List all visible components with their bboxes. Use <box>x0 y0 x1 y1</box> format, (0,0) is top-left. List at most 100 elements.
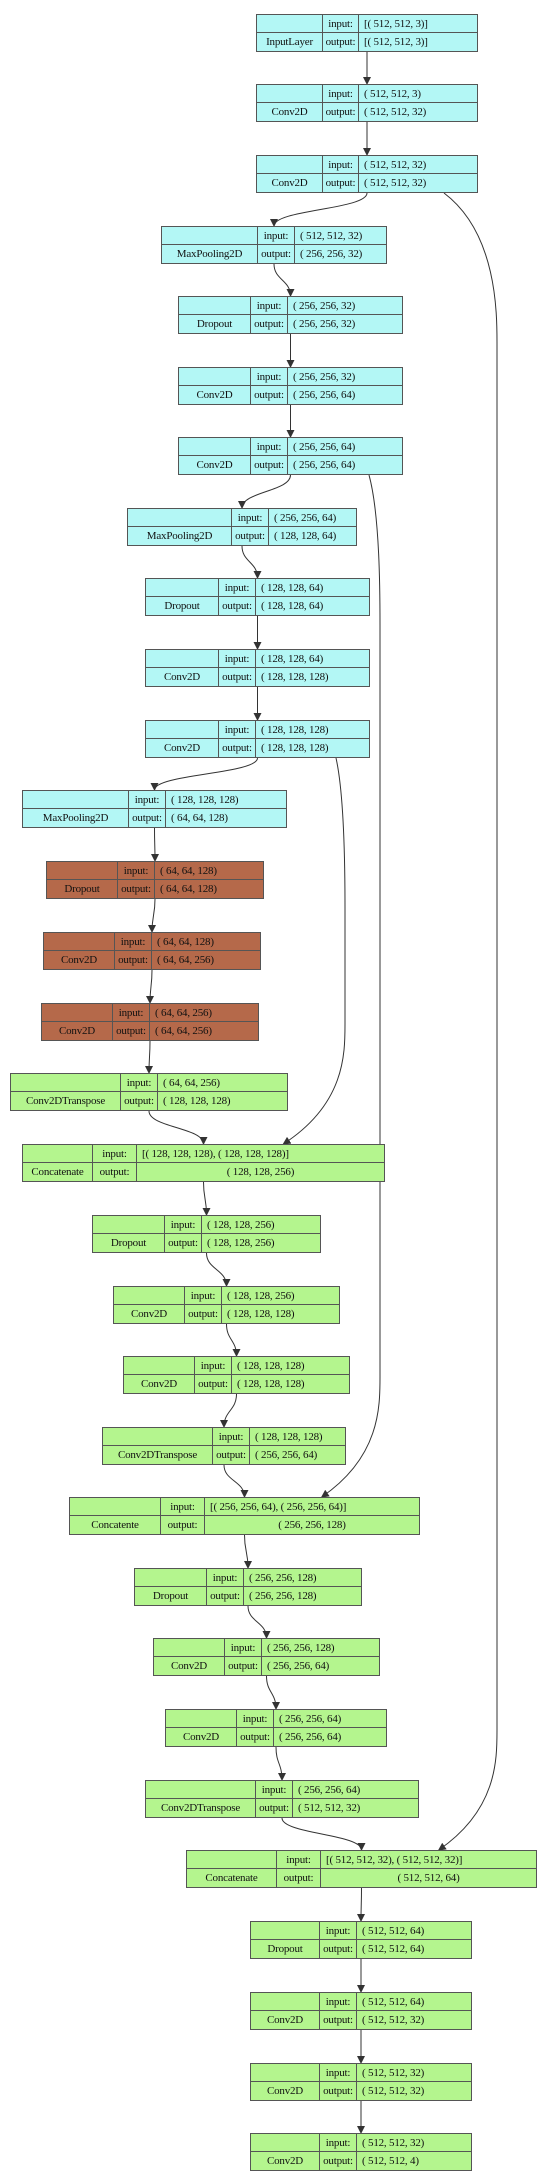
node-blank-cell <box>251 2134 320 2152</box>
input-shape: ( 128, 128, 128) <box>250 1428 345 1446</box>
input-shape: ( 256, 256, 64) <box>274 1710 386 1728</box>
output-shape: ( 256, 256, 64) <box>267 1660 330 1672</box>
output-label: output: <box>237 1728 274 1746</box>
layer-name: Conv2D <box>114 1305 185 1323</box>
node-blank-cell <box>103 1428 213 1446</box>
node-blank-cell <box>23 791 129 809</box>
edge-18-to-19 <box>226 1323 241 1357</box>
edge-23-to-24 <box>266 1675 280 1710</box>
input-label: input: <box>277 1851 321 1869</box>
layer-name: Conv2D <box>179 386 251 404</box>
output-label: output: <box>323 174 359 192</box>
output-shape: ( 128, 128, 64) <box>274 530 337 542</box>
edge-6-to-7 <box>238 474 291 509</box>
input-label: input: <box>118 862 155 880</box>
input-label: input: <box>320 1922 357 1940</box>
node-blank-cell <box>23 1145 93 1163</box>
input-label: input: <box>213 1428 250 1446</box>
node-blank-cell <box>257 15 323 33</box>
node-blank-cell <box>179 368 251 386</box>
layer-name: Conv2D <box>146 739 219 757</box>
output-label: output: <box>320 2082 357 2100</box>
edge-22-to-23 <box>247 1605 271 1639</box>
input-shape: ( 128, 128, 256) <box>222 1287 339 1305</box>
input-shape: [( 128, 128, 128), ( 128, 128, 128)] <box>137 1145 384 1163</box>
input-label: input: <box>320 1993 357 2011</box>
layer-name: InputLayer <box>257 33 323 51</box>
output-label: output: <box>213 1446 250 1464</box>
edge-6-to-21 <box>320 474 381 1498</box>
output-shape: ( 128, 128, 128) <box>261 742 329 754</box>
input-label: input: <box>251 438 288 456</box>
input-label: input: <box>129 791 166 809</box>
layer-name: Dropout <box>135 1587 207 1605</box>
output-shape: ( 512, 512, 32) <box>362 2085 425 2097</box>
input-label: input: <box>323 15 359 33</box>
edge-25-to-26 <box>281 1817 366 1851</box>
node-blank-cell <box>44 933 115 951</box>
layer-node-concatente: input:[( 256, 256, 64), ( 256, 256, 64)]… <box>69 1497 420 1535</box>
input-label: input: <box>219 721 256 739</box>
input-shape: ( 128, 128, 64) <box>256 579 369 597</box>
input-shape: ( 512, 512, 64) <box>357 1993 471 2011</box>
input-shape: [( 512, 512, 3)] <box>359 15 477 33</box>
input-shape: ( 256, 256, 32) <box>288 368 402 386</box>
output-label: output: <box>251 386 288 404</box>
input-shape: ( 128, 128, 128) <box>166 791 286 809</box>
output-label: output: <box>219 739 256 757</box>
edge-21-to-22 <box>243 1534 252 1569</box>
input-shape: ( 512, 512, 32) <box>295 227 386 245</box>
output-shape: ( 512, 512, 32) <box>362 2014 425 2026</box>
output-label: output: <box>258 245 295 263</box>
output-shape: ( 256, 256, 64) <box>293 459 356 471</box>
input-label: input: <box>251 368 288 386</box>
output-label: output: <box>277 1869 321 1887</box>
input-shape: ( 512, 512, 64) <box>357 1922 471 1940</box>
input-shape: ( 256, 256, 64) <box>293 1781 418 1799</box>
layer-name: Dropout <box>146 597 219 615</box>
layer-name: Conv2D <box>257 174 323 192</box>
input-label: input: <box>232 509 269 527</box>
input-label: input: <box>121 1074 158 1092</box>
output-label: output: <box>93 1163 137 1181</box>
output-label: output: <box>232 527 269 545</box>
layer-name: Conv2D <box>124 1375 195 1393</box>
node-blank-cell <box>42 1004 113 1022</box>
output-label: output: <box>320 2152 357 2170</box>
input-label: input: <box>323 156 359 174</box>
input-label: input: <box>320 2134 357 2152</box>
input-shape: ( 256, 256, 128) <box>244 1569 361 1587</box>
input-shape: ( 64, 64, 256) <box>158 1074 287 1092</box>
input-shape: ( 512, 512, 32) <box>359 156 477 174</box>
output-label: output: <box>207 1587 244 1605</box>
output-label: output: <box>323 33 359 51</box>
input-label: input: <box>237 1710 274 1728</box>
output-label: output: <box>251 315 288 333</box>
output-shape: ( 256, 256, 32) <box>300 248 363 260</box>
output-shape: ( 256, 256, 64) <box>255 1449 318 1461</box>
layer-name: Concatente <box>70 1516 161 1534</box>
output-shape: ( 128, 128, 128) <box>237 1378 305 1390</box>
input-label: input: <box>251 297 288 315</box>
output-label: output: <box>323 103 359 121</box>
output-label: output: <box>219 668 256 686</box>
input-label: input: <box>93 1145 137 1163</box>
input-shape: ( 512, 512, 3) <box>359 85 477 103</box>
node-blank-cell <box>93 1216 165 1234</box>
layer-name: Dropout <box>251 1940 320 1958</box>
layer-name: Concatenate <box>23 1163 93 1181</box>
